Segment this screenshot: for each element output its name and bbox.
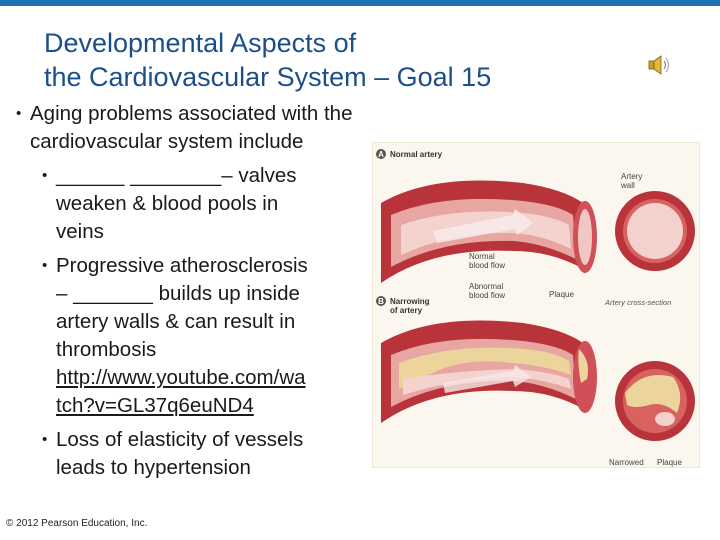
artery-illustration: A Normal artery Artery wall Normal blood… <box>376 149 695 467</box>
label-plaque-bottom: Plaque <box>657 458 682 467</box>
sub-bullet-elasticity: Loss of elasticity of vessels leads to h… <box>14 426 360 482</box>
slide-title: Developmental Aspects of the Cardiovascu… <box>44 26 644 94</box>
label-normal-flow-2: blood flow <box>469 261 505 270</box>
label-plaque-top: Plaque <box>549 290 574 299</box>
sub-bullet-text: Loss of elasticity of vessels <box>56 428 304 451</box>
label-b-badge <box>376 296 386 306</box>
label-a-letter: A <box>378 150 384 159</box>
bullet-list: Aging problems associated with the cardi… <box>14 100 360 482</box>
label-abnormal-flow-1: Abnormal <box>469 282 503 291</box>
label-artery-wall-1: Artery <box>621 172 642 181</box>
speaker-icon[interactable] <box>646 52 672 78</box>
sub-bullet-text: artery walls & can result in <box>56 310 296 333</box>
title-line-1: Developmental Aspects of <box>44 28 357 58</box>
top-accent-bar <box>0 0 720 6</box>
label-narrowing-1: Narrowing <box>390 297 430 306</box>
label-narrowed: Narrowed <box>609 458 644 467</box>
label-a-badge <box>376 149 386 159</box>
label-normal-artery: Normal artery <box>390 150 443 159</box>
sub-bullet-varicose: ______ ________– valves weaken & blood p… <box>14 162 360 246</box>
link-text: tch?v=GL37q6euND4 <box>56 394 254 417</box>
label-normal-flow-1: Normal <box>469 252 495 261</box>
label-artery-cross-section: Artery cross-section <box>604 298 671 307</box>
sub-bullet-text: leads to hypertension <box>56 456 251 479</box>
main-bullet: Aging problems associated with the cardi… <box>14 100 360 156</box>
artery-figure: A Normal artery Artery wall Normal blood… <box>372 142 700 468</box>
label-artery-wall-2: wall <box>620 181 635 190</box>
sub-bullet-text: veins <box>56 220 104 243</box>
label-abnormal-flow-2: blood flow <box>469 291 505 300</box>
link-text: http://www.youtube.com/wa <box>56 366 306 389</box>
sub-bullet-text: thrombosis <box>56 338 157 361</box>
sub-bullet-text: – _______ builds up inside <box>56 282 300 305</box>
sub-bullet-atherosclerosis: Progressive atherosclerosis – _______ bu… <box>14 252 360 420</box>
sub-bullet-text: weaken & blood pools in <box>56 192 279 215</box>
copyright-notice: © 2012 Pearson Education, Inc. <box>6 518 148 529</box>
label-b-letter: B <box>378 297 384 306</box>
sub-bullet-text: ______ ________– valves <box>56 164 297 187</box>
label-narrowing-2: of artery <box>390 306 423 315</box>
youtube-link[interactable]: http://www.youtube.com/wa tch?v=GL37q6eu… <box>56 364 360 420</box>
title-line-2: the Cardiovascular System – Goal 15 <box>44 62 492 92</box>
sub-bullet-text: Progressive atherosclerosis <box>56 254 308 277</box>
